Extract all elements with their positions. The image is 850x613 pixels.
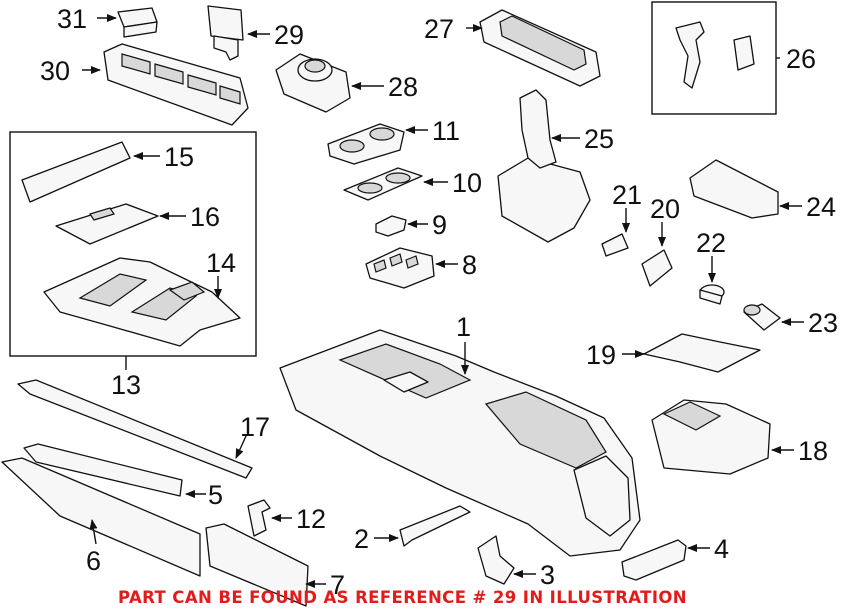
callout-18: 18 [798,436,828,466]
callout-29: 29 [274,20,304,50]
part-2-bracket [399,505,471,547]
callout-25: 25 [584,124,614,154]
part-19-liner [643,333,761,373]
part-21-clip [601,233,629,257]
part-12-clip [247,499,271,537]
callout-23: 23 [808,308,838,338]
callout-13: 13 [111,370,141,400]
part-15-trim-strip [21,141,131,203]
part-23-socket [743,303,781,331]
callout-17: 17 [240,412,270,442]
part-3-bracket [477,535,515,585]
part-13-group-frame [9,131,257,357]
callout-11: 11 [432,116,460,146]
callout-5: 5 [208,480,223,510]
part-5-side-trim [23,443,183,497]
part-29-module [207,5,244,61]
part-17-long-trim [17,379,253,479]
part-4-bracket [621,539,687,581]
callout-3: 3 [540,560,555,590]
part-9-pad [375,215,407,237]
callout-14: 14 [206,248,236,278]
part-30-switch-panel [103,43,249,126]
part-1-center-console [279,329,641,557]
part-25-gear-selector [497,89,591,243]
callout-24: 24 [806,192,836,222]
callout-20: 20 [650,194,680,224]
part-10-cup-holder-mat [343,167,423,201]
callout-4: 4 [714,534,729,564]
callout-10: 10 [452,168,482,198]
callout-26: 26 [786,44,816,74]
part-28-controller-knob [275,53,351,113]
callout-6: 6 [86,546,101,576]
callout-1: 1 [456,312,471,342]
part-16-cover-plate [55,203,159,245]
part-27-storage-tray [479,9,601,87]
callout-9: 9 [432,210,447,240]
part-8-switch-block [365,247,435,289]
callout-19: 19 [586,340,616,370]
callout-8: 8 [462,250,477,280]
callout-7: 7 [330,570,345,600]
callout-28: 28 [388,72,418,102]
callout-31: 31 [57,4,87,34]
part-18-storage-bin [651,399,771,475]
part-20-plate [641,249,673,287]
reference-notice: PART CAN BE FOUND AS REFERENCE # 29 IN I… [118,588,687,607]
part-24-bracket [689,159,779,219]
callout-2: 2 [354,524,369,554]
part-14-console-panel [43,257,241,347]
part-6-side-panel [1,457,201,577]
callout-22: 22 [696,228,726,258]
callout-12: 12 [296,504,326,534]
callout-15: 15 [164,142,194,172]
callout-30: 30 [40,56,70,86]
part-26-frame [651,1,777,115]
part-11-cup-holder-insert [327,123,405,165]
callout-27: 27 [424,14,454,44]
callout-21: 21 [612,180,642,210]
callout-16: 16 [190,202,220,232]
part-22-plug [699,284,725,305]
part-31-switch-cap [117,7,158,38]
part-26-trim-pieces [675,21,755,89]
